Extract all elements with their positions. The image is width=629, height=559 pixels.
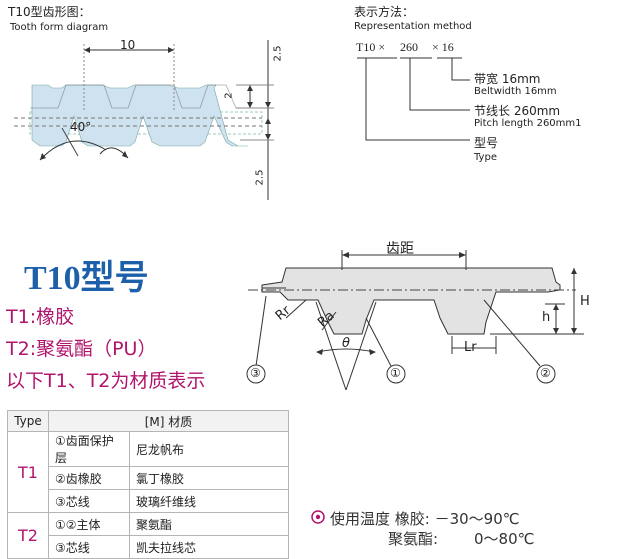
dim-bottom-label: 2.5 xyxy=(254,169,266,186)
material-table: Type [M] 材质 T1 ①齿面保护层 尼龙帆布 ②齿橡胶 氯丁橡胶 ③芯线… xyxy=(7,410,289,559)
theta-label: θ xyxy=(342,336,350,351)
pitch-dim-label: 10 xyxy=(120,38,136,52)
callout-1: ① xyxy=(390,366,401,380)
lr-label: Lr xyxy=(464,340,477,355)
dim-top-label: 2.5 xyxy=(272,45,284,62)
table-header-type: Type xyxy=(7,410,49,432)
temperature-line-1: 使用温度 橡胶: －30～90℃ xyxy=(330,510,520,528)
material-cell: 尼龙帆布 xyxy=(129,431,289,467)
material-cell: 氯丁橡胶 xyxy=(129,466,289,490)
tooth-form-title: T10型齿形图： xyxy=(8,5,91,19)
temperature-line-2-value: 0～80℃ xyxy=(474,530,535,548)
thermometer-icon xyxy=(311,510,325,524)
table-header-row: Type [M] 材质 xyxy=(7,410,289,432)
table-row: ②齿橡胶 氯丁橡胶 xyxy=(8,466,289,490)
table-row: ③芯线 玻璃纤维线 xyxy=(8,489,289,513)
pitch-length-en: Pitch length 260mm1 xyxy=(474,118,582,129)
belt-profile-drawing xyxy=(246,250,584,391)
material-t2: T2:聚氨酯（PU） xyxy=(6,338,157,360)
tooth-form-subtitle: Tooth form diagram xyxy=(10,22,109,33)
belt-width-en: Beltwidth 16mm xyxy=(474,86,557,97)
material-t1: T1:橡胶 xyxy=(6,306,75,328)
height-dim-label: 2 xyxy=(223,92,235,99)
material-cell: 聚氨酯 xyxy=(129,512,289,536)
material-cell: 玻璃纤维线 xyxy=(129,489,289,513)
h-label: h xyxy=(542,310,551,325)
representation-title: 表示方法： xyxy=(354,5,415,19)
type-title: T10型号 xyxy=(24,260,149,297)
part-cell: ①齿面保护层 xyxy=(48,431,130,467)
pitch-length-cn: 节线长 260mm xyxy=(474,104,561,118)
callout-3: ③ xyxy=(250,366,261,380)
table-row: ③芯线 凯夫拉线芯 xyxy=(8,535,289,559)
part-cell: ②齿橡胶 xyxy=(48,466,130,490)
type-en: Type xyxy=(474,152,497,163)
code-width: × 16 xyxy=(432,40,454,54)
temperature-line-2-label: 聚氨酯: xyxy=(388,530,439,548)
table-row: T1 ①齿面保护层 尼龙帆布 xyxy=(7,431,289,513)
part-cell: ③芯线 xyxy=(48,535,130,559)
type-t2-cell: T2 xyxy=(7,512,49,559)
type-t1-cell: T1 xyxy=(7,431,49,513)
type-cn: 型号 xyxy=(474,136,499,150)
table-row: T2 ①②主体 聚氨酯 xyxy=(7,512,289,559)
table-header-material: [M] 材质 xyxy=(48,410,289,432)
H-label: H xyxy=(580,294,590,309)
angle-label: 40° xyxy=(70,120,92,134)
representation-leaders xyxy=(357,57,470,141)
code-type: T10 × xyxy=(356,40,386,54)
code-length: 260 xyxy=(400,40,418,54)
material-note: 以下T1、T2为材质表示 xyxy=(6,370,206,392)
belt-width-cn: 带宽 16mm xyxy=(474,72,541,86)
material-cell: 凯夫拉线芯 xyxy=(129,535,289,559)
pitch-label: 齿距 xyxy=(386,241,414,257)
part-cell: ①②主体 xyxy=(48,512,130,536)
representation-subtitle: Representation method xyxy=(354,21,472,32)
tooth-form-drawing xyxy=(14,40,274,200)
callout-2: ② xyxy=(540,366,551,380)
part-cell: ③芯线 xyxy=(48,489,130,513)
